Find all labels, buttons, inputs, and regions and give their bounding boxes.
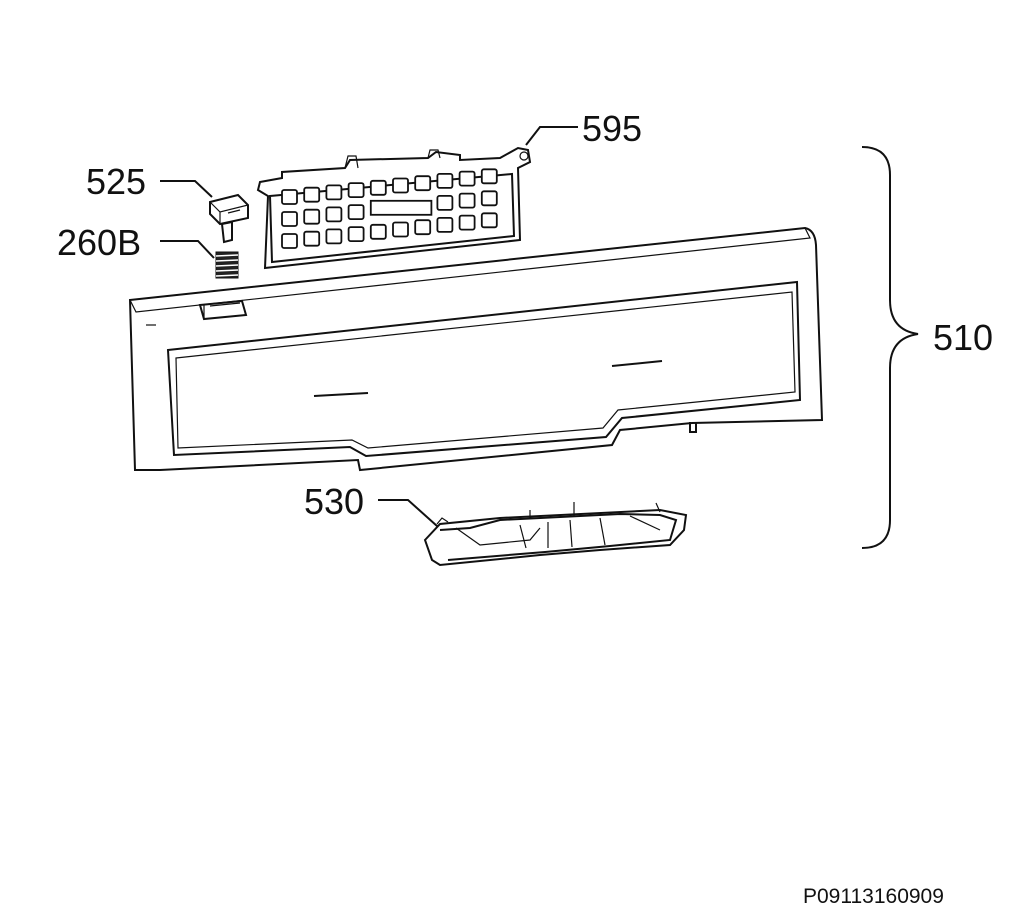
button-slot	[281, 233, 298, 249]
button-slot	[480, 190, 498, 207]
button-slot	[458, 192, 476, 209]
button-slot	[303, 230, 321, 247]
document-code: P09113160909	[803, 885, 944, 908]
brace-510	[861, 146, 919, 549]
button-slot	[325, 228, 343, 245]
button-slot	[392, 221, 409, 238]
button-slot	[303, 186, 321, 203]
button-slot	[347, 182, 365, 199]
button-slot	[281, 211, 298, 227]
button-slot	[458, 214, 476, 231]
button-slot	[347, 204, 365, 221]
button-slot	[281, 189, 298, 205]
label-525: 525	[86, 161, 146, 202]
button-slot	[347, 226, 365, 243]
button-slot	[480, 212, 498, 229]
label-260b: 260B	[57, 222, 141, 263]
label-530: 530	[304, 481, 364, 522]
part-530-bracket	[423, 502, 688, 567]
button-slot	[392, 177, 409, 194]
button-slot	[436, 194, 454, 211]
control-panel	[128, 226, 824, 472]
display-slot	[369, 199, 433, 216]
part-260b-spring	[215, 251, 239, 279]
button-slot	[414, 219, 432, 236]
button-slot	[480, 168, 498, 185]
button-slot	[303, 208, 321, 225]
button-slot	[369, 179, 387, 196]
button-slot	[325, 206, 343, 223]
part-525-button-cap	[209, 193, 249, 244]
button-slot	[436, 172, 454, 189]
label-510: 510	[933, 317, 993, 358]
button-slot	[369, 223, 387, 240]
button-slot	[458, 170, 476, 187]
label-595: 595	[582, 108, 642, 149]
button-slot	[436, 216, 454, 233]
button-slot	[325, 184, 343, 201]
button-grid	[281, 168, 498, 249]
button-slot	[414, 175, 432, 192]
leader-lines	[160, 126, 578, 527]
